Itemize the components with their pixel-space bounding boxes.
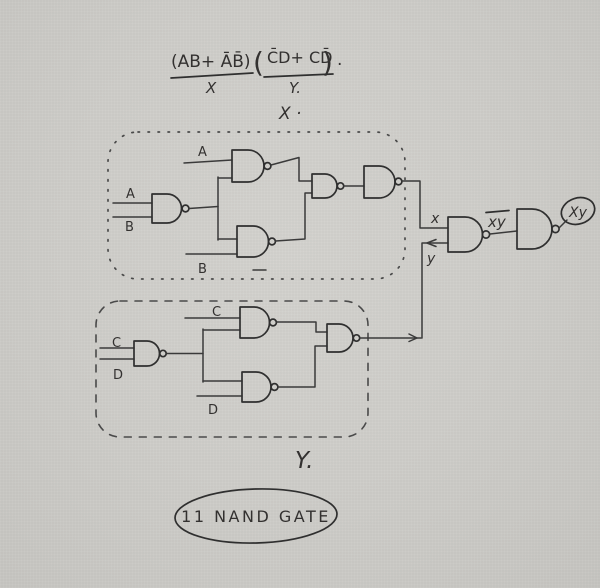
formula-underline-x — [170, 72, 254, 79]
label-input-a2: A — [198, 145, 207, 160]
output-routing: x y — [359, 180, 449, 343]
nand-gate-g3 — [236, 225, 277, 258]
wire-g7-to-g9 — [275, 321, 328, 333]
formula-period: . — [337, 50, 342, 70]
label-wire-y: y — [426, 251, 436, 267]
label-input-b1: B — [125, 220, 134, 235]
formula-group1: (AB+ ĀB̄) — [171, 50, 251, 72]
y-subcircuit: Y. C D C D — [95, 300, 369, 474]
caption-text: 11 NAND GATE — [181, 507, 331, 526]
nand-gate-g2 — [231, 149, 272, 183]
label-input-c2: C — [212, 305, 221, 320]
nand-gate-g9 — [326, 323, 361, 353]
wire-g3-to-g4 — [274, 192, 313, 242]
x-block-label: X · — [278, 104, 301, 124]
nand-gate-g8 — [241, 371, 279, 403]
final-output-oval — [560, 196, 596, 226]
wire-g8-to-g9 — [277, 345, 328, 388]
label-wire-x: x — [430, 211, 440, 227]
arrowhead-left-icon — [426, 238, 437, 248]
label-input-c1: C — [112, 336, 121, 351]
formula-underline-y — [263, 73, 334, 78]
label-input-b2: B — [198, 262, 207, 277]
label-input-d1: D — [113, 368, 123, 383]
formula-label-x: X — [205, 79, 217, 97]
nand-gate-g10 — [447, 216, 491, 253]
wire-a-into-g2 — [183, 159, 233, 164]
boolean-formula: (AB+ ĀB̄) X ( C̄D+ CD̄ ) . Y. — [170, 46, 342, 97]
nand-gate-g5-inverter — [363, 165, 403, 199]
label-nand-output-xy: xy — [487, 213, 507, 231]
nand-gate-g4 — [311, 173, 345, 199]
wire-g10-to-g11 — [489, 230, 518, 235]
y-block-label: Y. — [295, 448, 313, 474]
caption-group: 11 NAND GATE — [174, 488, 338, 544]
label-final-output: Xy — [568, 205, 588, 221]
formula-group2-close-paren: ) — [322, 46, 333, 79]
xy-overline — [485, 209, 510, 214]
x-subcircuit: X · A B A B — [107, 104, 406, 280]
wire-g1-out — [188, 205, 219, 210]
label-input-a1: A — [126, 187, 135, 202]
nand-gate-g7 — [239, 306, 278, 339]
arrowhead-right-icon — [408, 333, 418, 343]
nand-gate-g1 — [151, 193, 190, 224]
nand-gate-g6 — [133, 340, 168, 367]
label-input-d2: D — [208, 403, 218, 418]
wire-x-to-final-nand — [401, 180, 449, 229]
wire-y-to-final-nand — [421, 242, 449, 339]
caption-oval — [174, 488, 338, 544]
y-block-dashed-border — [95, 300, 369, 438]
output-stage: xy Xy — [447, 196, 596, 253]
formula-group2-open-paren: ( — [253, 46, 264, 79]
nand-gate-g11-inverter — [516, 208, 560, 250]
wire-g2-to-g4 — [270, 156, 313, 182]
formula-label-y: Y. — [289, 79, 301, 97]
formula-group2: C̄D+ CD̄ — [267, 48, 332, 67]
